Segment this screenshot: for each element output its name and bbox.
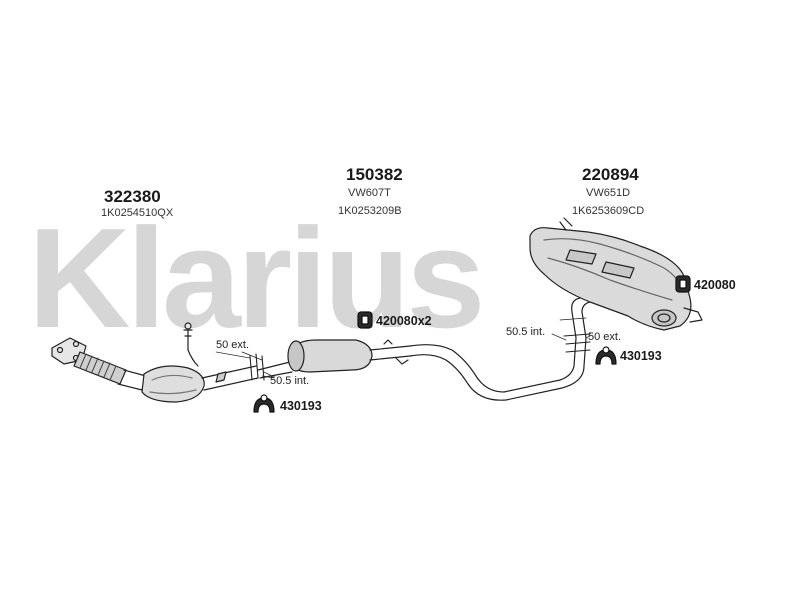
pipe-ref-rear-int: 50.5 int.	[506, 326, 546, 338]
part-number-front: 322380	[104, 187, 161, 206]
front-joint-marks	[241, 351, 275, 381]
front-pipe-assembly	[51, 322, 259, 403]
clamp-label-rear: 420080	[694, 278, 736, 292]
watermark-logo: Klarius	[28, 199, 485, 358]
oem-number-front: 1K0254510QX	[101, 207, 174, 219]
oem-number-rear: 1K6253609CD	[572, 205, 645, 217]
pipe-ref-rear-ext: 50 ext.	[588, 331, 622, 343]
part-number-rear: 220894	[582, 165, 639, 184]
pipe-ref-front-ext: 50 ext.	[216, 339, 250, 351]
hanger-icon-rear	[595, 346, 617, 365]
hanger-icon-front	[253, 394, 275, 413]
model-code-rear: VW651D	[586, 187, 631, 199]
oem-number-middle: 1K0253209B	[338, 205, 402, 217]
pipe-ref-front-int: 50.5 int.	[270, 375, 310, 387]
part-number-middle: 150382	[346, 165, 403, 184]
clamp-label-mid: 420080x2	[376, 314, 432, 328]
rear-silencer	[529, 217, 703, 339]
hanger-label-rear: 430193	[620, 349, 662, 363]
model-code-middle: VW607T	[348, 187, 391, 199]
clamp-icon-rear	[675, 275, 691, 293]
clamp-icon-mid	[357, 311, 373, 329]
hanger-label-front: 430193	[280, 399, 322, 413]
middle-silencer	[257, 337, 587, 401]
